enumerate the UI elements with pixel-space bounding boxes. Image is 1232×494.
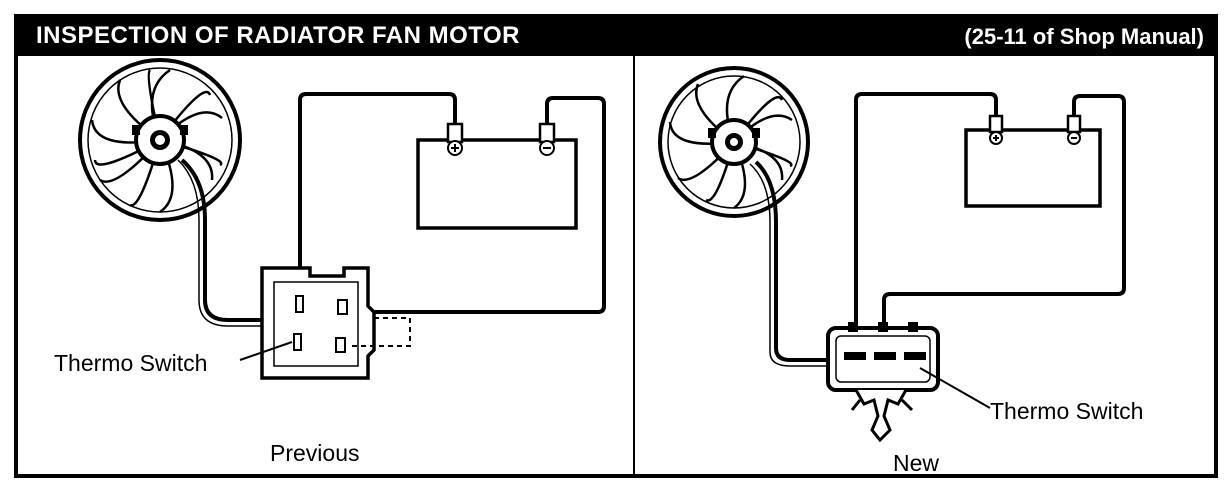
relay-box-new <box>826 322 940 443</box>
outer-border <box>14 14 1218 478</box>
panel-new <box>658 66 1126 443</box>
fan-icon <box>78 58 242 222</box>
fan-icon <box>658 66 810 218</box>
manual-reference: (25-11 of Shop Manual) <box>964 24 1204 49</box>
title-bar: INSPECTION OF RADIATOR FAN MOTOR (25-11 … <box>16 16 1216 56</box>
callout-leader-previous <box>239 341 293 361</box>
battery-icon <box>964 114 1102 208</box>
wiring-previous <box>180 92 606 322</box>
panel-caption-new: New <box>893 450 940 476</box>
panel-previous <box>78 58 606 380</box>
thermo-switch-label-previous: Thermo Switch <box>54 350 208 376</box>
panel-caption-previous: Previous <box>270 440 360 466</box>
callout-leader-new <box>919 367 991 409</box>
thermo-switch-label-new: Thermo Switch <box>990 398 1144 424</box>
diagram-title: INSPECTION OF RADIATOR FAN MOTOR <box>36 22 521 49</box>
battery-icon <box>416 122 578 230</box>
wiring-new <box>754 92 1126 362</box>
relay-box-previous <box>260 266 411 380</box>
